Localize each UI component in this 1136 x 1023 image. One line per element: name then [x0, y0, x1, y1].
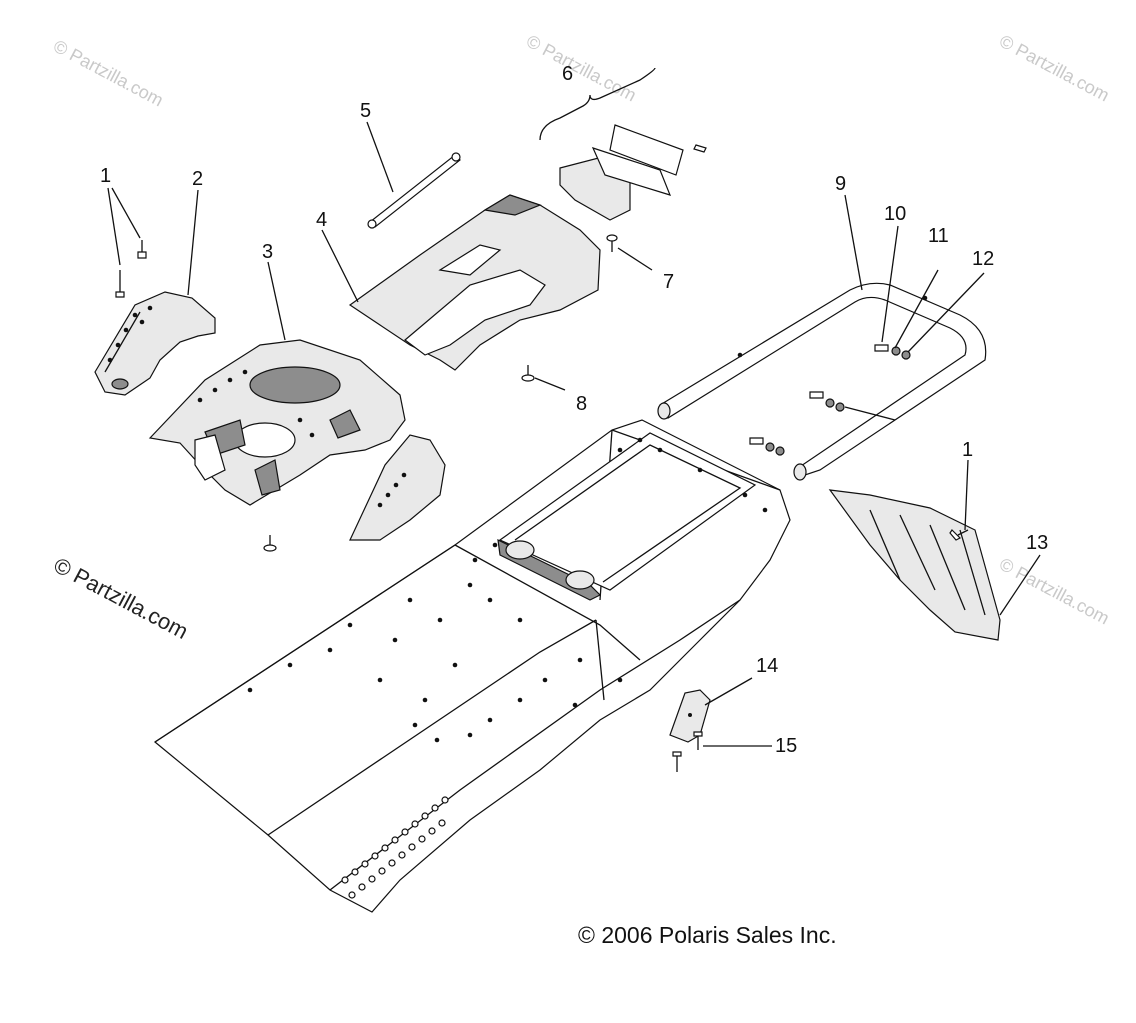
callout-3: 3	[262, 241, 273, 263]
callout-2: 2	[192, 168, 203, 190]
perforated-strip	[341, 796, 449, 899]
part-3-seat-shell	[148, 339, 406, 506]
callouts: 1 2 3 4 5 6 7 8 9 10 11 12 1 13 14 15	[100, 63, 1048, 757]
callout-9: 9	[835, 173, 846, 195]
callout-5: 5	[360, 100, 371, 122]
part-4-box	[348, 194, 601, 371]
callout-12: 12	[972, 248, 994, 270]
part-1-screws	[115, 240, 147, 298]
part-2-cover	[94, 291, 216, 396]
callout-15: 15	[775, 735, 797, 757]
part-6-reflector	[559, 124, 707, 221]
watermark-top-center: © Partzilla.com	[523, 31, 639, 106]
part-15-screws	[672, 731, 703, 772]
watermark-top-left: © Partzilla.com	[50, 36, 166, 111]
callout-14: 14	[756, 655, 778, 677]
part-9-grab-bar	[657, 282, 987, 481]
watermark-left: © Partzilla.com	[50, 552, 193, 644]
part-7-bolt	[606, 234, 618, 252]
callout-6: 6	[562, 63, 573, 85]
tunnel-assembly	[153, 419, 791, 913]
part-1-screw-right	[949, 529, 969, 541]
leader-lines	[107, 67, 1041, 747]
callout-8: 8	[576, 393, 587, 415]
part-13-snowflap	[828, 489, 1001, 641]
callout-11: 11	[928, 225, 949, 247]
callout-13: 13	[1026, 532, 1048, 554]
part-14-bracket	[669, 689, 711, 743]
copyright-text: © 2006 Polaris Sales Inc.	[578, 922, 837, 948]
watermark-mid-right: © Partzilla.com	[996, 554, 1112, 629]
callout-4: 4	[316, 209, 327, 231]
watermark-top-right: © Partzilla.com	[996, 31, 1112, 106]
part-5-strap	[367, 152, 461, 229]
callout-7: 7	[663, 271, 674, 293]
side-cover	[349, 434, 446, 541]
part-8-bolt	[521, 365, 535, 382]
tunnel-holes	[247, 437, 768, 743]
callout-10: 10	[884, 203, 906, 225]
callout-1-right: 1	[962, 439, 973, 461]
callout-1: 1	[100, 165, 111, 187]
hardware-10-12	[749, 344, 911, 456]
bolt-under-3	[263, 535, 277, 552]
